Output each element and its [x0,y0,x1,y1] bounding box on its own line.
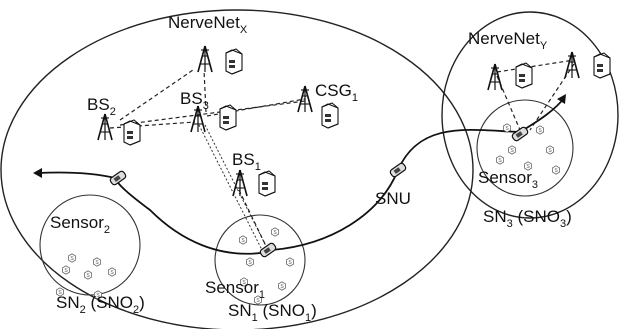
sensor-node-icon: S [68,253,76,263]
link-nervenety [496,59,575,73]
label-sn2: SN2 (SNO2) [56,293,145,316]
svg-text:S: S [273,230,277,236]
mobile-terminal-icon [108,169,128,187]
mobile-terminal-icon [388,161,408,179]
server-icon [321,102,339,129]
sensor-node-icon: S [496,155,504,165]
label-nervenet-x: NerveNetX [168,13,248,36]
sensor-node-icon: S [239,235,247,245]
svg-text:S: S [498,158,502,164]
svg-text:S: S [110,270,114,276]
nervenet-y-region [441,11,619,219]
sensor-node-icon: S [62,265,70,275]
label-sensor2: Sensor2 [50,213,110,236]
svg-text:S: S [256,298,260,304]
sensor-node-icon: S [84,270,92,280]
tower-icon [197,45,213,73]
svg-text:S: S [554,168,558,174]
svg-text:S: S [280,284,284,290]
mobility-path-left [37,171,116,179]
sensor-node-icon: S [108,267,116,277]
link-bs2-csg1 [119,100,306,126]
label-snu: SNU [375,189,411,208]
mobility-path-snu-right [519,96,566,133]
svg-text:S: S [96,293,100,299]
sensor-network-1 [214,214,306,306]
sensor-node-icon: S [524,161,532,171]
label-nervenet-y: NerveNetY [468,29,548,52]
svg-text:S: S [95,260,99,266]
svg-text:S: S [241,238,245,244]
svg-text:S: S [64,268,68,274]
sensor-node-icon: S [94,290,102,300]
label-sensor1: Sensor1 [205,278,265,301]
server-icon [258,170,276,197]
sensor-node-icon: S [93,257,101,267]
svg-text:S: S [548,148,552,154]
sensor-node-icon: S [278,281,286,291]
link-nervenety-sensor3b [529,63,575,131]
mobile-terminal-icon [510,125,530,143]
svg-text:S: S [70,256,74,262]
svg-text:S: S [526,164,530,170]
sensor-node-icon: S [286,257,294,267]
label-sn3: SN3 (SNO3) [483,207,572,230]
sensor-node-icon: S [503,123,511,133]
sensor-node-icon: S [508,145,516,155]
sensor-network-2 [39,194,141,296]
tower-icon [487,63,503,91]
sensor-node-icon: S [536,125,544,135]
tower-icon [232,169,248,197]
tower-icon [297,85,313,113]
label-bs1: BS1 [232,150,261,173]
server-icon [219,104,237,131]
label-bs3: BS3 [180,89,209,112]
svg-text:S: S [242,280,246,286]
sensor-node-icon: S [254,295,262,305]
link-bs3-nervenetx [203,69,207,113]
sensor-node-icon: S [240,277,248,287]
sensor-node-icon: S [56,287,64,297]
sensor-node-icon: S [271,227,279,237]
mobile-terminal-icon [258,241,278,259]
server-icon [123,119,141,146]
svg-text:S: S [538,128,542,134]
tower-icon [564,51,580,79]
server-icon [593,52,611,79]
label-sensor3: Sensor3 [478,168,538,191]
svg-text:S: S [248,260,252,266]
sensor-node-icon: S [246,257,254,267]
sensor-node-icon: S [552,165,560,175]
label-bs2: BS2 [87,95,116,118]
sensor-node-icon: S [546,145,554,155]
svg-text:S: S [58,290,62,296]
link-bs3-sensor1-a [198,124,263,251]
server-icon [515,62,533,89]
label-csg1: CSG1 [315,81,358,104]
nervenet-x-region [0,9,474,329]
svg-text:S: S [510,148,514,154]
svg-text:S: S [288,260,292,266]
link-bs2-nervenetx [119,69,194,121]
svg-text:S: S [505,126,509,132]
svg-text:S: S [86,273,90,279]
server-icon [225,48,243,75]
sensor-network-3 [476,99,574,197]
link-bs1-sensor1 [238,189,267,247]
mobility-path-sensor2 [114,177,269,255]
label-sn1: SN1 (SNO1) [228,301,317,324]
